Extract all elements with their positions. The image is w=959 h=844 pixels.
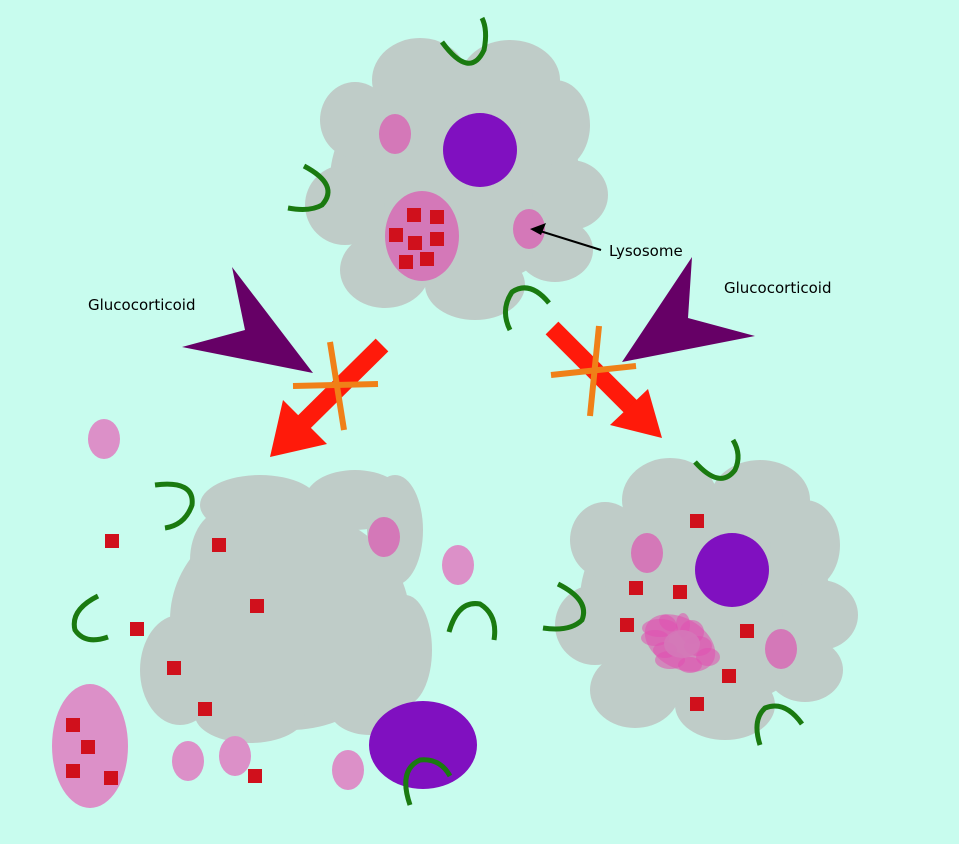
membrane-fragments [71, 16, 805, 806]
membrane-fragment [542, 581, 586, 632]
released-lysosome [172, 741, 204, 781]
bottom-left-cell [52, 419, 477, 808]
membrane-fragment [446, 601, 498, 641]
membrane-fragment [403, 757, 453, 806]
top-cell [305, 38, 608, 320]
membrane-fragment [693, 438, 741, 481]
membrane-fragment [71, 593, 109, 643]
nucleus [695, 533, 769, 607]
released-lysosome [88, 419, 120, 459]
glucocorticoid-label-left: Glucocorticoid [88, 296, 195, 314]
particles [105, 534, 264, 783]
bottom-left-cell-cytoplasm [140, 470, 432, 743]
released-nucleus [369, 701, 477, 789]
lysosome-labeled [513, 209, 545, 249]
released-lysosome [442, 545, 474, 585]
membrane-fragment [154, 481, 195, 531]
glucocorticoid-arrowhead-left [182, 267, 313, 373]
released-lysosome [219, 736, 251, 776]
lysosome-pointer-arrow [530, 223, 602, 251]
lysosome [765, 629, 797, 669]
phagosome-particles [66, 718, 118, 785]
membrane-fragment [754, 703, 805, 746]
glucocorticoid-arrowhead-right [622, 257, 755, 362]
bottom-right-cell [555, 458, 858, 740]
released-lysosome [332, 750, 364, 790]
particles [389, 208, 444, 269]
block-cross-right [550, 325, 637, 417]
membrane-fragment [287, 163, 331, 212]
lysosome [368, 517, 400, 557]
glucocorticoid-label-right: Glucocorticoid [724, 279, 831, 297]
lysosome-label: Lysosome [609, 242, 683, 260]
block-cross-left [292, 341, 379, 431]
bottom-right-cell-cytoplasm [555, 458, 858, 740]
nucleus [443, 113, 517, 187]
membrane-fragment [503, 285, 551, 332]
lysosome [379, 114, 411, 154]
lysosome-cluster [641, 613, 720, 673]
membrane-fragment [439, 16, 489, 66]
lysosome [631, 533, 663, 573]
particles [620, 514, 754, 711]
top-cell-cytoplasm [305, 38, 608, 320]
